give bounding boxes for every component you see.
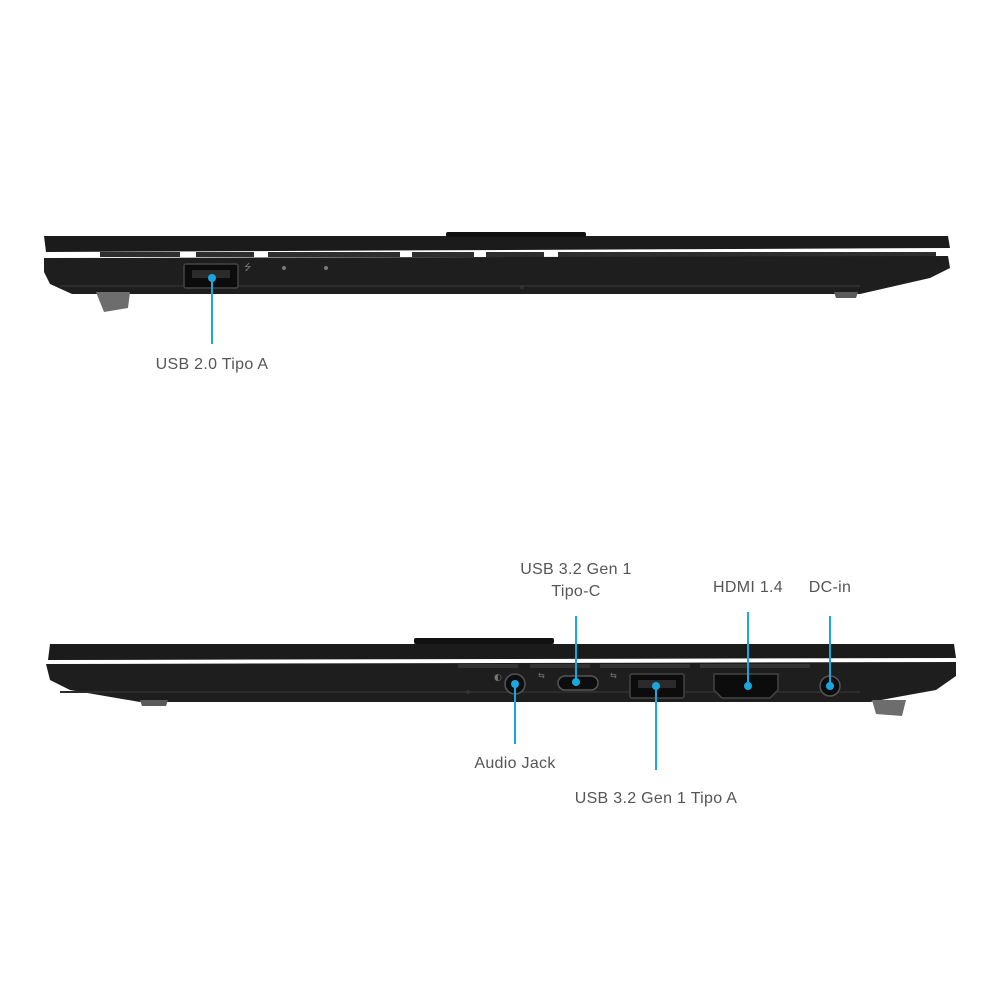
label-usbc: USB 3.2 Gen 1 Tipo-C: [520, 561, 632, 600]
laptop-right-side-view: ◐ ⇆ ⇆: [46, 612, 956, 770]
usb2-port-tongue: [192, 270, 230, 278]
label-dcin: DC-in: [808, 579, 852, 596]
rubber-foot-left: [140, 700, 168, 706]
rubber-foot: [872, 700, 906, 716]
usb-ss-symbol-icon: ⇆: [538, 671, 545, 680]
callout-dot-usb3a: [652, 682, 660, 690]
laptop-lid: [44, 236, 950, 252]
laptop-base: [44, 256, 950, 294]
screw-hole: [466, 690, 470, 694]
callout-dot-dcin: [826, 682, 834, 690]
callout-dot-usbc: [572, 678, 580, 686]
lid-lip: [446, 232, 586, 237]
usb-ss-symbol-icon-2: ⇆: [610, 671, 617, 680]
label-usb3a: USB 3.2 Gen 1 Tipo A: [574, 790, 738, 807]
callout-dot-audio: [511, 680, 519, 688]
led-indicator-icon: [282, 266, 286, 270]
rubber-foot-right: [834, 292, 858, 298]
label-audio-jack: Audio Jack: [474, 755, 556, 772]
laptop-left-side-view: ⭍: [44, 232, 950, 344]
led-indicator-icon-2: [324, 266, 328, 270]
vent-slots: [100, 252, 936, 257]
callout-dot-hdmi: [744, 682, 752, 690]
screw-hole: [520, 285, 524, 289]
rubber-foot: [96, 292, 130, 312]
laptop-lid: [48, 644, 956, 660]
label-hdmi: HDMI 1.4: [713, 579, 783, 596]
headphone-symbol-icon: ◐: [494, 673, 502, 683]
callout-dot-usb2: [208, 274, 216, 282]
lid-lip: [414, 638, 554, 644]
vent-slots: [458, 664, 810, 668]
usb-symbol-icon: ⭍: [244, 262, 252, 273]
label-usb2: USB 2.0 Tipo A: [155, 356, 269, 373]
